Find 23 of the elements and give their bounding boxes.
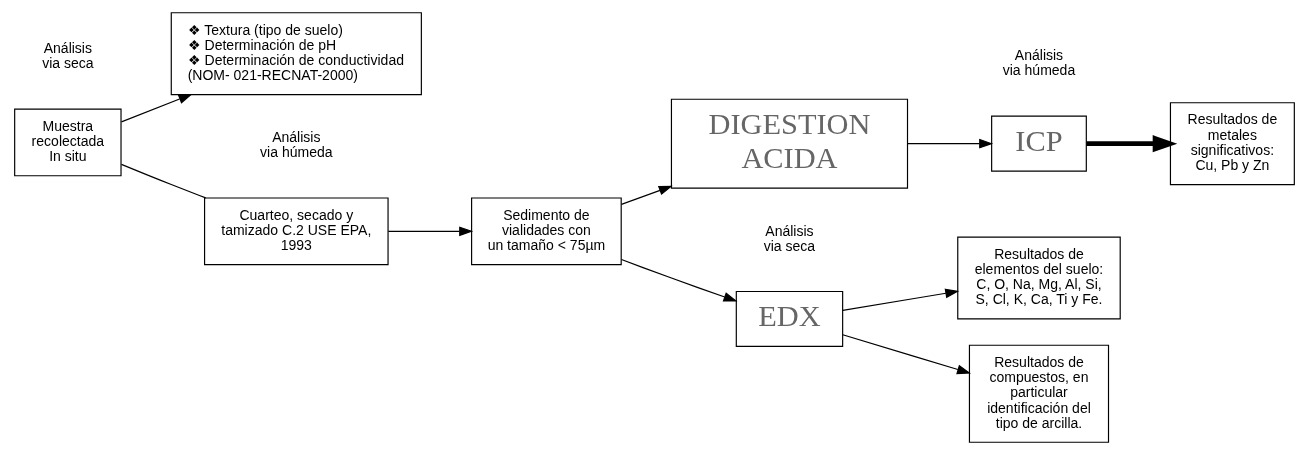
arrow bbox=[387, 226, 473, 237]
node-box: Resultados de compuestos, en particular identificación del tipo de arcilla. bbox=[968, 344, 1109, 443]
arrow bbox=[841, 334, 971, 375]
node-box: Muestra recolectada In situ bbox=[13, 108, 122, 177]
node-box: Cuarteo, secado y tamizado C.2 USE EPA, 1993 bbox=[203, 197, 389, 266]
arrow bbox=[841, 288, 959, 311]
arrow bbox=[120, 93, 193, 123]
node-box: ICP bbox=[990, 115, 1087, 172]
node-box: Resultados de metales significativos: Cu, Pb y Zn bbox=[1169, 102, 1295, 186]
connector bbox=[120, 163, 206, 199]
node-box: Sedimento de vialidades con un tamaño < 75µm bbox=[470, 197, 622, 266]
arrow bbox=[906, 138, 993, 149]
node-box: DIGESTION ACIDA bbox=[670, 98, 908, 189]
label: Análisis via húmeda bbox=[259, 129, 333, 161]
node-box: ❖ Textura (tipo de suelo) ❖ Determinación de pH ❖ Determinación de conductividad (NOM- 021-RECNAT-2000) bbox=[170, 12, 422, 96]
node-box: EDX bbox=[735, 290, 843, 347]
label: Análisis via húmeda bbox=[1002, 47, 1075, 79]
arrow bbox=[1085, 135, 1177, 153]
arrow bbox=[620, 185, 673, 205]
label: Análisis via seca bbox=[763, 222, 815, 254]
label: Análisis via seca bbox=[41, 40, 94, 72]
node-box: Resultados de elementos del suelo: C, O, Na, Mg, Al, Si, S, Cl, K, Ca, Ti y Fe. bbox=[956, 236, 1121, 320]
arrow bbox=[620, 258, 738, 302]
